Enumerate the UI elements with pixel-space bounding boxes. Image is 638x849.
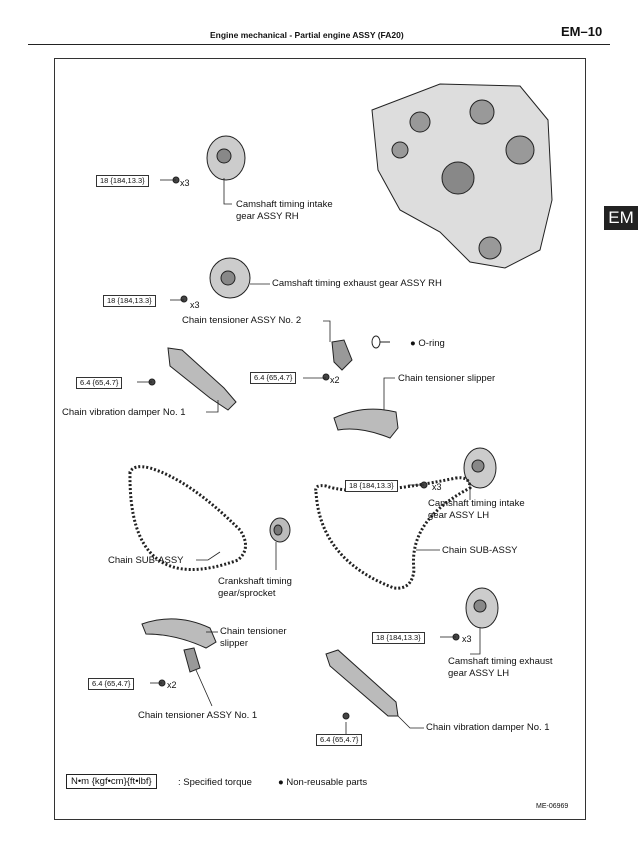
header-rule	[28, 44, 610, 45]
legend-torque-desc: : Specified torque	[178, 777, 252, 788]
label-damper-rh: Chain vibration damper No. 1	[62, 407, 186, 418]
qty-cam-exhaust-rh: x3	[190, 300, 200, 310]
tensioner-slipper-rh	[333, 408, 399, 439]
label-cam-intake-rh: Camshaft timing intake gear ASSY RH	[236, 199, 333, 222]
oring-text: O-ring	[418, 338, 445, 349]
qty-cam-intake-rh: x3	[180, 178, 190, 188]
engine-block-illustration	[371, 83, 553, 269]
cam-gear-intake-rh	[206, 135, 246, 181]
torque-spec-damper-rh: 6.4 {65,4.7}	[76, 377, 123, 389]
page-number: EM–10	[561, 24, 603, 39]
legend-torque-unit: N•m {kgf•cm}{ft•lbf}	[66, 774, 157, 789]
label-tensioner-no1: Chain tensioner ASSY No. 1	[138, 710, 258, 721]
tensioner-no1	[183, 647, 201, 673]
cam-gear-exhaust-rh	[209, 257, 251, 299]
tensioner-slipper-lh	[141, 618, 217, 649]
legend-nonreusable: ● Non-reusable parts	[278, 777, 367, 788]
leader-lines	[137, 178, 481, 736]
label-damper-lh: Chain vibration damper No. 1	[426, 722, 550, 733]
legend-nonreusable-text: Non-reusable parts	[286, 777, 368, 788]
label-oring: ● O-ring	[410, 338, 445, 350]
torque-spec-cam-exhaust-rh: 18 {184,13.3}	[103, 295, 156, 307]
label-tensioner-slipper-lh: Chain tensioner slipper	[220, 626, 287, 649]
crank-gear	[269, 517, 291, 543]
qty-tensioner-rh: x2	[330, 375, 340, 385]
cam-gear-exhaust-lh	[465, 587, 499, 629]
cam-gear-intake-lh	[463, 447, 497, 489]
nonreusable-dot-icon: ●	[410, 338, 419, 349]
label-chain-right: Chain SUB-ASSY	[442, 545, 518, 556]
torque-spec-cam-intake-rh: 18 {184,13.3}	[96, 175, 149, 187]
label-chain-left: Chain SUB-ASSY	[108, 555, 184, 566]
torque-spec-damper-lh: 6.4 {65,4.7}	[316, 734, 363, 746]
label-tensioner-slipper-rh: Chain tensioner slipper	[398, 373, 496, 384]
label-cam-exhaust-rh: Camshaft timing exhaust gear ASSY RH	[272, 278, 442, 289]
torque-spec-cam-intake-lh: 18 {184,13.3}	[345, 480, 398, 492]
nonreusable-dot-icon: ●	[278, 777, 287, 788]
torque-spec-cam-exhaust-lh: 18 {184,13.3}	[372, 632, 425, 644]
label-cam-exhaust-lh: Camshaft timing exhaust gear ASSY LH	[448, 656, 553, 679]
figure-code: ME-06969	[536, 803, 569, 810]
torque-spec-tensioner-lh: 6.4 {65,4.7}	[88, 678, 135, 690]
damper-lh	[325, 649, 399, 717]
chain-left	[128, 465, 247, 571]
page-title: Engine mechanical - Partial engine ASSY …	[210, 30, 404, 40]
section-tab: EM	[604, 206, 638, 230]
diagram-frame	[54, 58, 586, 820]
label-crank-gear: Crankshaft timing gear/sprocket	[218, 576, 292, 599]
qty-cam-exhaust-lh: x3	[462, 634, 472, 644]
chain-right	[314, 476, 472, 590]
damper-rh	[167, 347, 237, 411]
torque-spec-tensioner-rh: 6.4 {65,4.7}	[250, 372, 297, 384]
qty-tensioner-lh: x2	[167, 680, 177, 690]
tensioner-no2	[331, 339, 353, 371]
qty-cam-intake-lh: x3	[432, 482, 442, 492]
label-cam-intake-lh: Camshaft timing intake gear ASSY LH	[428, 498, 525, 521]
label-tensioner-no2: Chain tensioner ASSY No. 2	[182, 315, 302, 326]
oring-symbol	[371, 335, 390, 349]
